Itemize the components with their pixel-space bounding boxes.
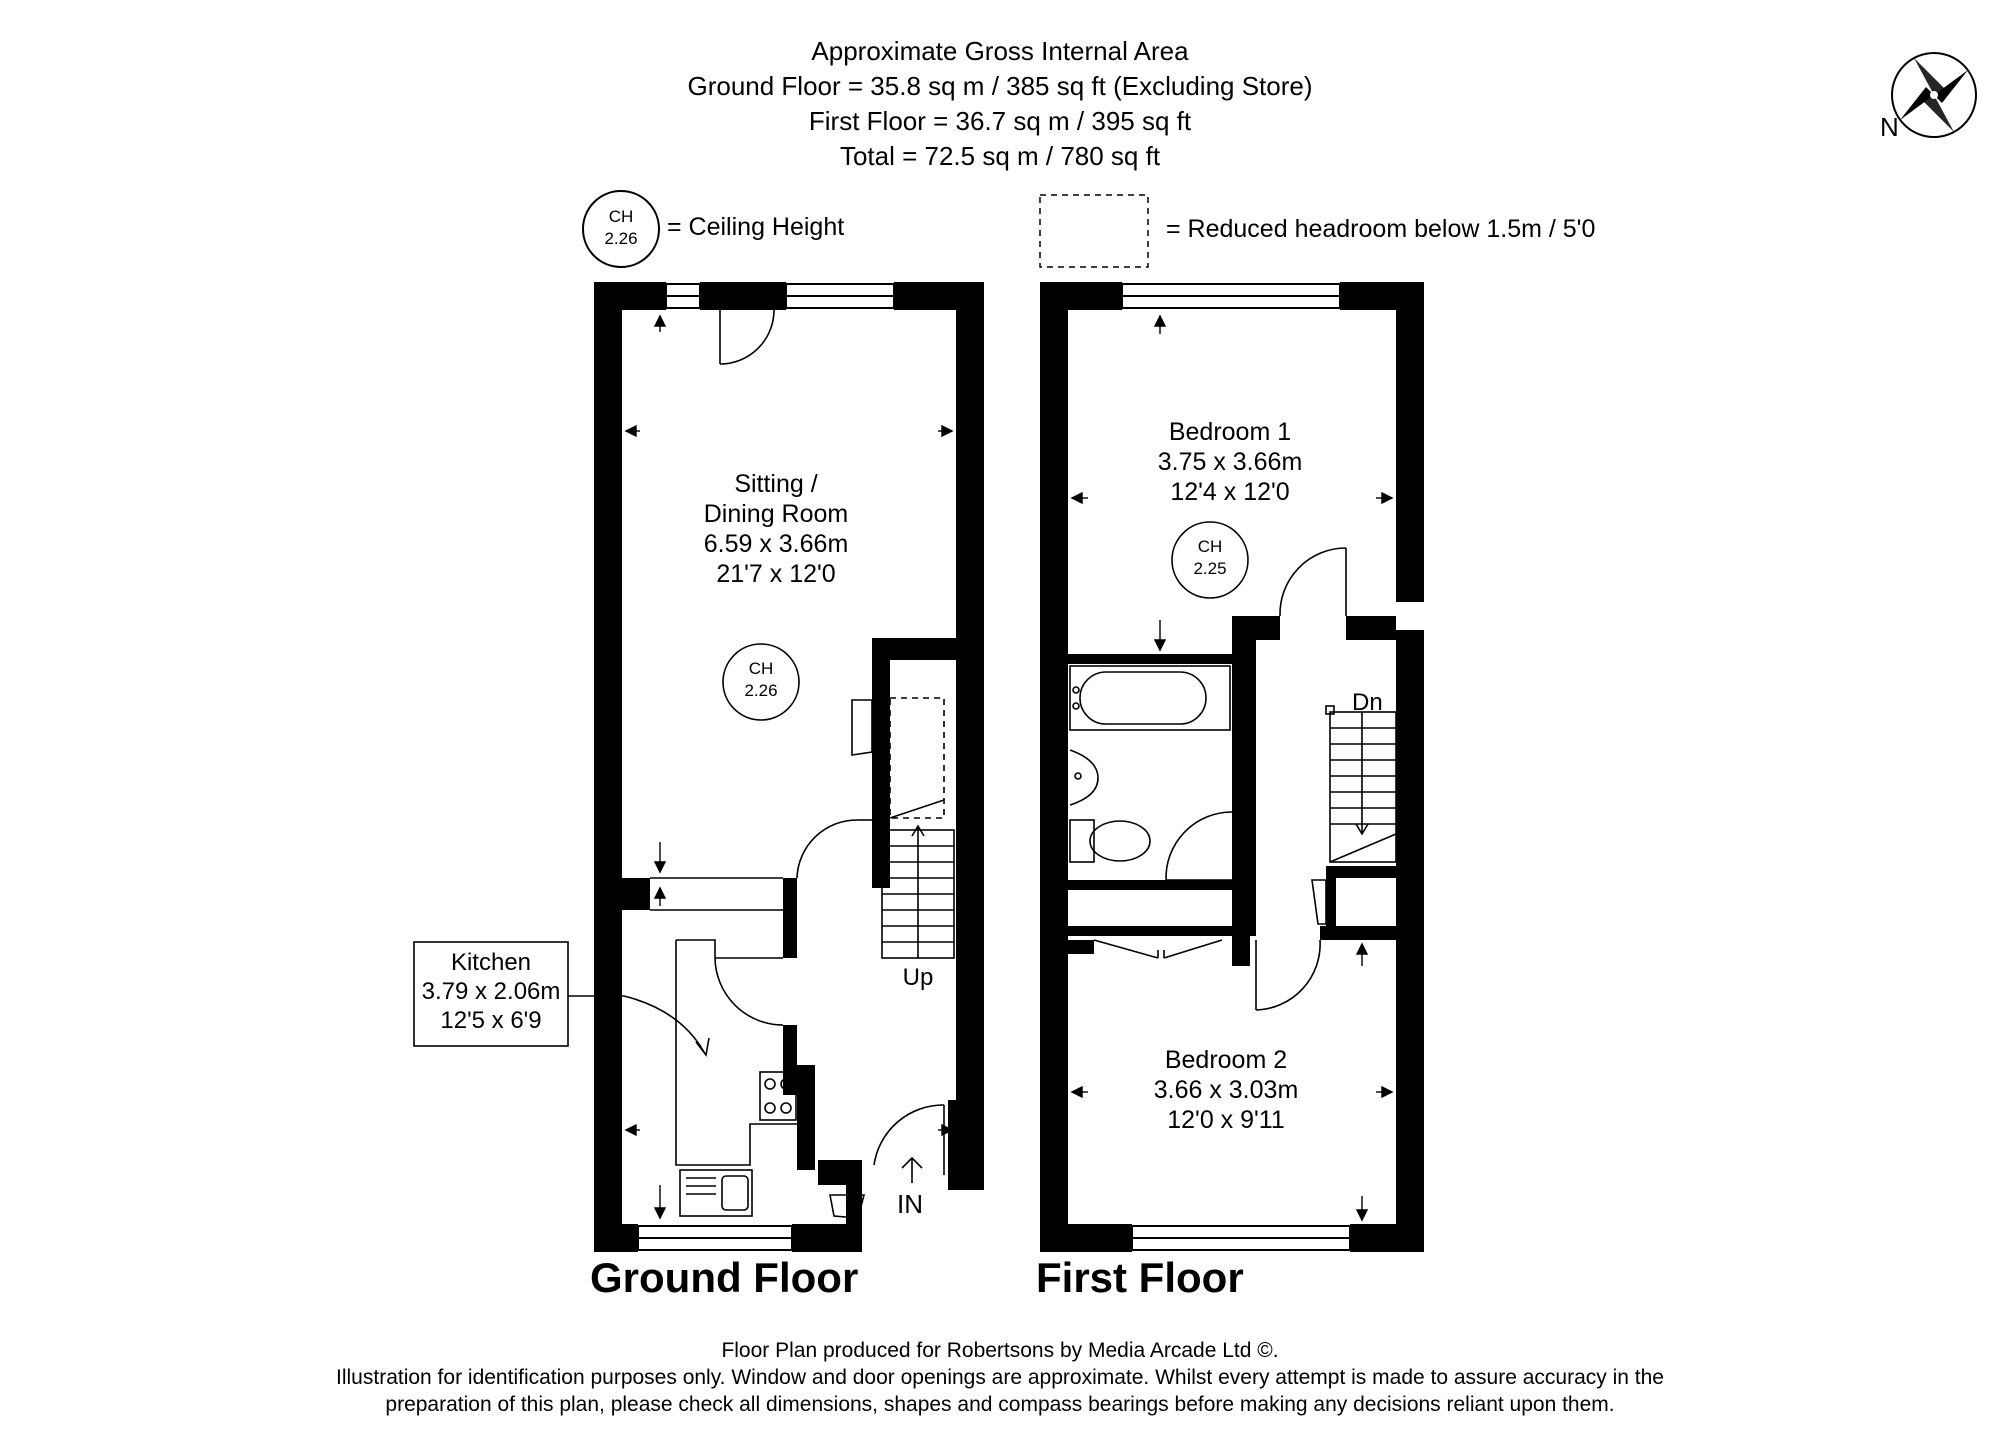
reduced-headroom-legend-text: = Reduced headroom below 1.5m / 5'0 [1166, 215, 1595, 243]
footer-disclaimer-2: preparation of this plan, please check a… [385, 1393, 1615, 1416]
area-summary: Approximate Gross Internal Area Ground F… [400, 34, 1600, 174]
bedroom1-ch-badge [1171, 521, 1249, 599]
ceiling-height-legend-text: = Ceiling Height [667, 213, 844, 241]
bedroom1-ch-value: 2.25 [1193, 559, 1226, 578]
bedroom2-metric: 3.66 x 3.03m [1154, 1076, 1299, 1104]
legend-ch-value: 2.26 [604, 229, 637, 248]
compass-icon [1891, 52, 1977, 138]
first-stairs-label: Dn [1352, 689, 1383, 716]
area-title: Approximate Gross Internal Area [811, 36, 1189, 66]
bedroom1-label: Bedroom 1 3.75 x 3.66m 12'4 x 12'0 [1158, 418, 1303, 506]
kitchen-label: Kitchen 3.79 x 2.06m 12'5 x 6'9 [422, 949, 561, 1034]
sitting-room-metric: 6.59 x 3.66m [704, 530, 849, 558]
first-floor-plan [1040, 282, 1424, 1252]
ground-floor-windows [637, 283, 895, 1251]
compass-label: N [1880, 112, 1899, 142]
sitting-ch-top: CH [749, 659, 774, 678]
bedroom1-imperial: 12'4 x 12'0 [1170, 478, 1289, 506]
bedroom2-imperial: 12'0 x 9'11 [1167, 1106, 1285, 1134]
first-floor-title: First Floor [1036, 1254, 1244, 1301]
sitting-room-label: Sitting / Dining Room 6.59 x 3.66m 21'7 … [704, 470, 849, 588]
bedroom1-metric: 3.75 x 3.66m [1158, 448, 1303, 476]
ground-floor-plan [594, 282, 984, 1252]
reduced-headroom-legend-swatch [1039, 194, 1149, 268]
entrance-label: IN [897, 1189, 923, 1219]
first-floor-area: First Floor = 36.7 sq m / 395 sq ft [808, 106, 1192, 136]
bedroom1-ch-top: CH [1198, 537, 1223, 556]
disclaimer-footer: Floor Plan produced for Robertsons by Me… [200, 1337, 1800, 1418]
first-floor-fittings [1069, 547, 1397, 1011]
total-area: Total = 72.5 sq m / 780 sq ft [839, 141, 1161, 171]
ground-floor-title: Ground Floor [590, 1254, 858, 1301]
sitting-room-imperial: 21'7 x 12'0 [716, 560, 835, 588]
ground-floor-dimension-markers [624, 314, 954, 1220]
footer-disclaimer-1: Illustration for identification purposes… [336, 1366, 1664, 1389]
sitting-room-name-1: Sitting / [734, 470, 817, 498]
kitchen-name: Kitchen [451, 949, 531, 976]
sitting-ch-value: 2.26 [744, 681, 777, 700]
ch-legend-badge: CH 2.26 [582, 190, 660, 268]
sitting-ch-badge [722, 643, 800, 721]
sitting-room-name-2: Dining Room [704, 500, 849, 528]
bedroom2-name: Bedroom 2 [1165, 1046, 1287, 1074]
ground-stairs-label: Up [903, 964, 934, 991]
first-floor-windows [1121, 283, 1351, 1251]
footer-credit: Floor Plan produced for Robertsons by Me… [721, 1339, 1279, 1362]
bedroom2-label: Bedroom 2 3.66 x 3.03m 12'0 x 9'11 [1154, 1046, 1299, 1134]
ground-floor-area: Ground Floor = 35.8 sq m / 385 sq ft (Ex… [687, 71, 1313, 101]
kitchen-imperial: 12'5 x 6'9 [440, 1007, 541, 1034]
ground-floor-fittings [568, 309, 955, 1219]
first-floor-dimension-markers [1070, 314, 1394, 1222]
legend-ch-top: CH [609, 207, 634, 226]
kitchen-label-box [413, 941, 569, 1047]
kitchen-metric: 3.79 x 2.06m [422, 978, 561, 1005]
bedroom1-name: Bedroom 1 [1169, 418, 1291, 446]
